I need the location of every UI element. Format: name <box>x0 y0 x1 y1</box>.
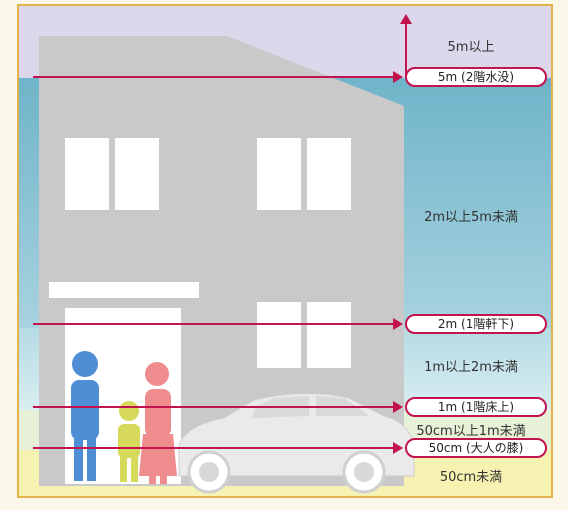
window-upper-left-1 <box>65 138 109 210</box>
arrow-2m <box>33 318 403 330</box>
window-lower-right-1 <box>257 302 301 368</box>
child-yellow <box>118 401 140 482</box>
window-upper-right-1 <box>257 138 301 210</box>
zone-label-5m-above: 5m以上 <box>447 40 495 55</box>
zone-label-1m-2m: 1m以上2m未満 <box>424 360 518 375</box>
window-lower-right-2 <box>307 302 351 368</box>
illustration <box>39 36 415 494</box>
door-awning <box>49 282 199 298</box>
arrow-50cm <box>33 442 403 454</box>
marker-1m: 1m (1階床上) <box>405 397 547 417</box>
marker-5m: 5m (2階水没) <box>405 67 547 87</box>
zone-label-2m-5m: 2m以上5m未満 <box>424 210 518 225</box>
marker-50cm: 50cm (大人の膝) <box>405 438 547 458</box>
up-arrow <box>400 14 412 76</box>
arrow-1m <box>33 401 403 413</box>
adult-pink <box>139 362 177 484</box>
arrow-5m <box>33 71 403 83</box>
adult-blue <box>71 351 99 481</box>
marker-2m: 2m (1階軒下) <box>405 314 547 334</box>
zone-label-below-50cm: 50cm未満 <box>439 470 503 485</box>
diagram-frame: 5m以上 2m以上5m未満 1m以上2m未満 50cm以上1m未満 50cm未満… <box>17 4 553 498</box>
window-upper-left-2 <box>115 138 159 210</box>
window-upper-right-2 <box>307 138 351 210</box>
zone-label-50cm-1m: 50cm以上1m未満 <box>416 424 526 439</box>
